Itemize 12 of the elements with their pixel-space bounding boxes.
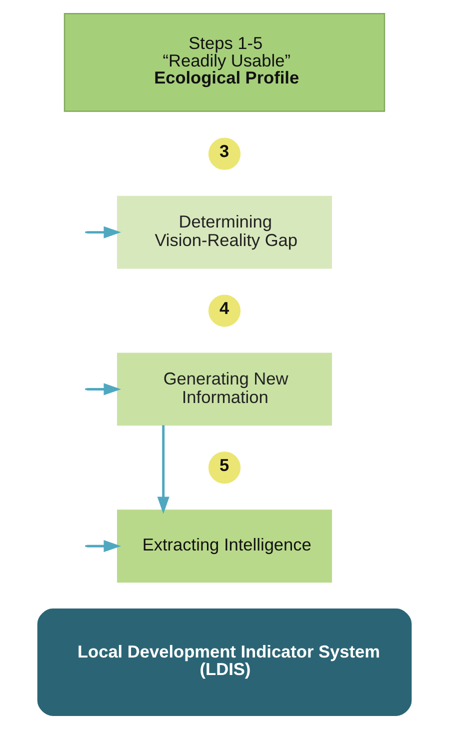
node-circle: 5 — [208, 452, 241, 484]
node-circle: 4 — [208, 294, 241, 327]
arrow — [87, 226, 122, 238]
arrow — [157, 425, 170, 514]
node-circle: 3 — [208, 138, 241, 170]
node-box: Local Development Indicator System (LDIS) — [37, 608, 412, 716]
arrow — [87, 383, 122, 396]
node-box: Steps 1-5 “Readily Usable” Ecological Profile — [64, 13, 386, 112]
node-box: Extracting Intelligence — [117, 510, 332, 583]
node-box: Generating New Information — [117, 352, 332, 426]
node-box: Determining Vision-Reality Gap — [117, 196, 332, 269]
arrow — [87, 540, 122, 552]
